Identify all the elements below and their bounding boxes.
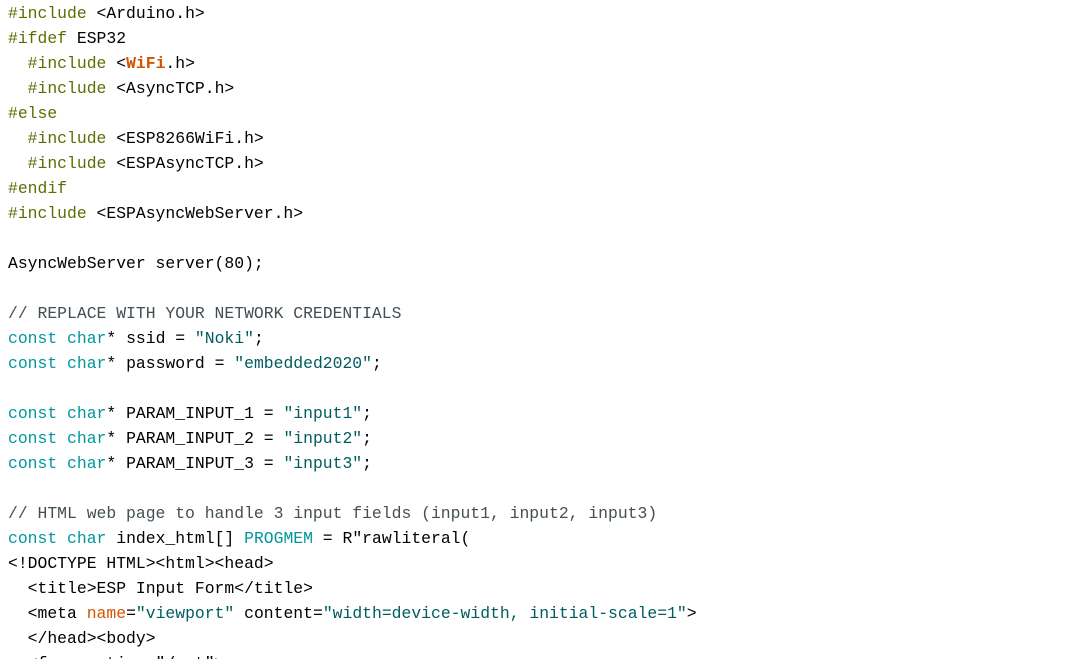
code-line[interactable]: #else [8,101,697,126]
code-token: "Noki" [194,329,254,348]
code-token: #include [8,54,107,73]
code-token [57,529,67,548]
code-token: #include [8,79,107,98]
code-line[interactable]: const char* PARAM_INPUT_1 = "input1"; [8,401,697,426]
code-token: ; [362,404,372,423]
code-line[interactable] [8,376,697,401]
code-line[interactable]: const char* PARAM_INPUT_3 = "input3"; [8,451,697,476]
code-token: name [86,604,127,623]
code-token: <!DOCTYPE HTML><html><head> [8,554,274,573]
code-token: index_html[] [106,529,245,548]
code-line[interactable]: #include <ESPAsyncWebServer.h> [8,201,697,226]
code-token: PROGMEM [244,529,313,548]
code-token: const [8,329,58,348]
code-token: char [67,329,107,348]
code-listing[interactable]: #include <Arduino.h>#ifdef ESP32 #includ… [8,1,697,659]
code-line[interactable]: #ifdef ESP32 [8,26,697,51]
code-line[interactable]: #include <ESP8266WiFi.h> [8,126,697,151]
code-line[interactable]: #include <Arduino.h> [8,1,697,26]
code-line[interactable]: <!DOCTYPE HTML><html><head> [8,551,697,576]
code-token: #else [8,104,58,123]
code-line[interactable]: #include <ESPAsyncTCP.h> [8,151,697,176]
code-line[interactable]: const char* password = "embedded2020"; [8,351,697,376]
code-line[interactable]: #endif [8,176,697,201]
code-token: * PARAM_INPUT_2 = [106,429,284,448]
code-token [57,429,67,448]
code-token: "width=device-width, initial-scale=1" [322,604,687,623]
code-line[interactable] [8,226,697,251]
code-token: </head><body> [8,629,156,648]
code-token: <ESPAsyncWebServer.h> [86,204,304,223]
code-token: = [126,604,136,623]
code-token: <Arduino.h> [86,4,205,23]
code-token: * PARAM_INPUT_1 = [106,404,284,423]
code-token: #include [8,204,87,223]
code-token: WiFi [126,54,166,73]
code-token: "embedded2020" [234,354,372,373]
code-token [57,354,67,373]
code-token [57,329,67,348]
code-token: "viewport" [135,604,235,623]
code-token: <ESPAsyncTCP.h> [106,154,264,173]
code-line[interactable]: <form action="/get"> [8,651,697,659]
code-token: // REPLACE WITH YOUR NETWORK CREDENTIALS [8,304,402,323]
code-token: ; [371,354,382,373]
code-line[interactable]: #include <WiFi.h> [8,51,697,76]
code-token: #ifdef [8,29,68,48]
code-token: * PARAM_INPUT_3 = [106,454,284,473]
code-token: <ESP8266WiFi.h> [106,129,264,148]
code-token: const [8,404,58,423]
code-line[interactable]: // REPLACE WITH YOUR NETWORK CREDENTIALS [8,301,697,326]
code-token: <meta [8,604,87,623]
code-token: "input2" [283,429,363,448]
code-line[interactable]: const char* PARAM_INPUT_2 = "input2"; [8,426,697,451]
code-token: char [67,429,107,448]
code-token: * password = [106,354,235,373]
code-line[interactable]: <meta name="viewport" content="width=dev… [8,601,697,626]
code-line[interactable]: </head><body> [8,626,697,651]
code-line[interactable] [8,276,697,301]
code-token: <form action="/get"> [8,654,225,659]
code-token: ; [253,329,264,348]
code-token: < [106,54,127,73]
code-token: ; [362,454,372,473]
code-token: const [8,529,58,548]
code-line[interactable]: const char* ssid = "Noki"; [8,326,697,351]
code-line[interactable]: AsyncWebServer server(80); [8,251,697,276]
code-token: #endif [8,179,68,198]
code-token [57,404,67,423]
code-line[interactable]: <title>ESP Input Form</title> [8,576,697,601]
code-token: char [67,354,107,373]
code-token: // HTML web page to handle 3 input field… [8,504,658,523]
code-line[interactable] [8,476,697,501]
code-token: const [8,354,58,373]
code-token: ; [362,429,372,448]
code-token: AsyncWebServer server(80); [8,254,264,273]
code-token: char [67,529,107,548]
code-token: "input1" [283,404,363,423]
code-token [57,454,67,473]
code-token: ESP32 [67,29,127,48]
code-token: #include [8,4,87,23]
code-token: content= [234,604,323,623]
code-token: #include [8,129,107,148]
code-token: char [67,454,107,473]
code-token: > [686,604,697,623]
code-token: const [8,454,58,473]
code-token: <AsyncTCP.h> [106,79,235,98]
code-token: <title>ESP Input Form</title> [8,579,313,598]
code-token: #include [8,154,107,173]
code-token: char [67,404,107,423]
code-line[interactable]: #include <AsyncTCP.h> [8,76,697,101]
code-token: const [8,429,58,448]
code-token: = R"rawliteral( [312,529,471,548]
code-line[interactable]: const char index_html[] PROGMEM = R"rawl… [8,526,697,551]
code-token: .h> [165,54,195,73]
code-token: * ssid = [106,329,195,348]
code-token: "input3" [283,454,363,473]
code-line[interactable]: // HTML web page to handle 3 input field… [8,501,697,526]
